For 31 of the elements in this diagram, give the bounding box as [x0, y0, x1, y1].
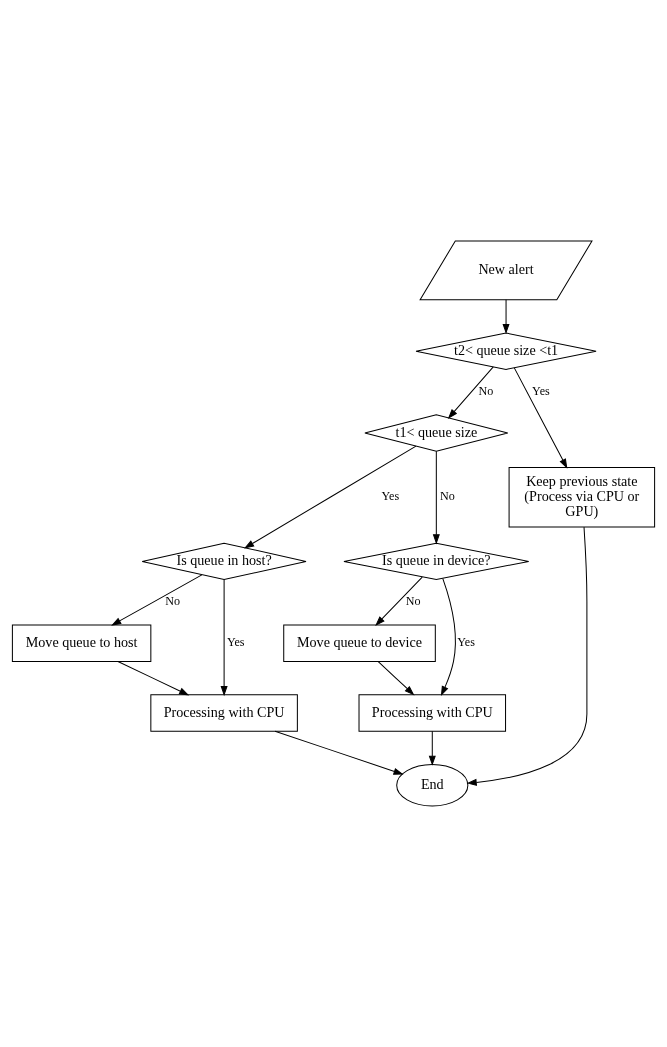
- arrow: [502, 299, 510, 335]
- arrow: [111, 574, 203, 626]
- arrow: [375, 576, 423, 626]
- arrow: [466, 526, 588, 786]
- edge-label: No: [405, 594, 421, 609]
- node-diamond: t1< queue size: [364, 414, 509, 452]
- arrow: [432, 450, 440, 545]
- edge-label: Yes: [532, 384, 550, 399]
- arrow: [428, 730, 436, 766]
- arrow: [220, 579, 228, 697]
- edge-label: No: [478, 384, 494, 399]
- node-diamond: t2< queue size <t1: [415, 332, 597, 370]
- edge-label: No: [165, 594, 180, 609]
- node-box: Processing with CPU: [150, 694, 298, 732]
- arrow: [244, 445, 417, 549]
- arrow: [377, 661, 415, 696]
- edge-label: No: [440, 489, 455, 504]
- edge-label: Yes: [457, 635, 475, 650]
- edge-label: Yes: [381, 489, 400, 504]
- node-box: Move queue to host: [11, 624, 152, 662]
- arrow: [117, 661, 190, 696]
- node-diamond: Is queue in device?: [343, 542, 530, 581]
- arrow: [274, 730, 404, 775]
- arrow: [440, 578, 456, 697]
- edge-label: Yes: [226, 635, 245, 650]
- node-box: Move queue to device: [283, 624, 436, 662]
- arrow: [513, 367, 568, 469]
- node-ellipse: End: [396, 764, 469, 807]
- arrow: [447, 366, 494, 419]
- node-box: Processing with CPU: [358, 694, 507, 732]
- node-box: Keep previous state (Process via CPU or GPU): [508, 466, 656, 528]
